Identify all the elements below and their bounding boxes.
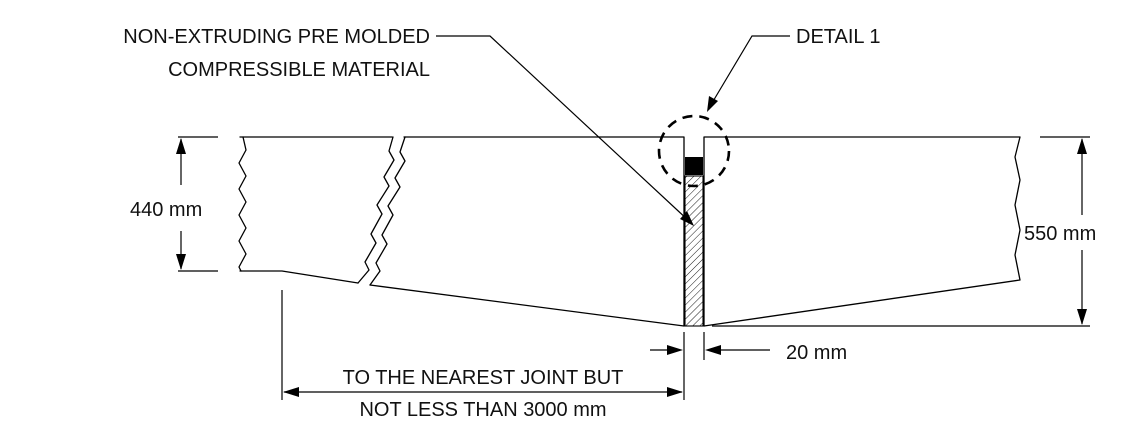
depth-left-label: 440 mm (130, 199, 202, 221)
filler-label-line1: NON-EXTRUDING PRE MOLDED (123, 26, 430, 48)
joint-filler-hatched (684, 175, 704, 327)
distance-arrow-right (667, 387, 683, 397)
filler-leader (436, 35, 690, 222)
left-slab (369, 136, 685, 327)
detail-1-leader (711, 35, 790, 104)
right-slab (703, 136, 1021, 327)
distance-label-line1: TO THE NEAREST JOINT BUT (343, 367, 624, 389)
depth-left-arrow-bottom (176, 254, 186, 270)
joint-width-arrow-left (667, 345, 683, 355)
distance-arrow-left (283, 387, 299, 397)
depth-right-arrow-bottom (1077, 309, 1087, 325)
depth-right-arrow-top (1077, 138, 1087, 154)
joint-width-label: 20 mm (786, 342, 847, 364)
detail-1-label: DETAIL 1 (796, 26, 880, 48)
left-slab-broken-edge (238, 136, 247, 272)
break-line-left (357, 136, 395, 284)
joint-width-arrow-right (705, 345, 721, 355)
detail-1-circle (657, 114, 731, 188)
left-slab-end-piece (239, 136, 393, 284)
depth-left-arrow-top (176, 138, 186, 154)
joint-sealant (685, 157, 703, 175)
depth-right-label: 550 mm (1024, 223, 1096, 245)
filler-label-line2: COMPRESSIBLE MATERIAL (168, 59, 430, 81)
break-line-right (369, 136, 406, 286)
detail-1-arrowhead (707, 96, 718, 112)
distance-label-line2: NOT LESS THAN 3000 mm (359, 399, 606, 421)
filler-arrowhead (680, 211, 694, 226)
